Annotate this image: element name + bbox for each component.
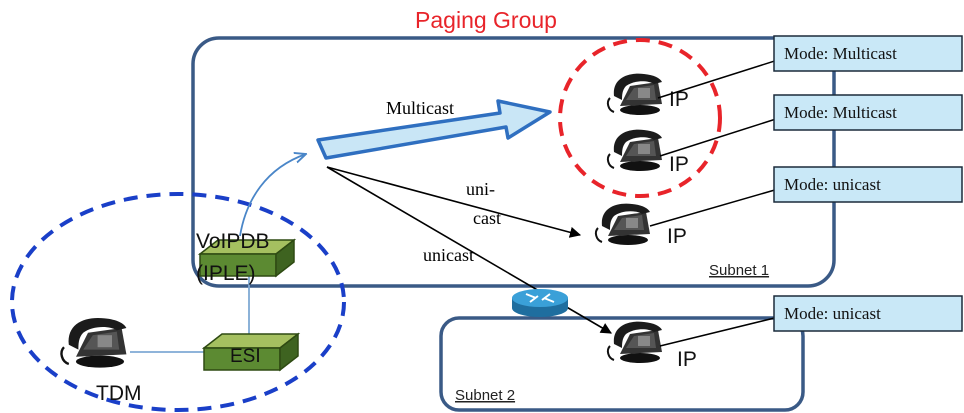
phone-icon [606, 72, 663, 116]
esi-label: ESI [230, 346, 261, 367]
mode-label: Mode: unicast [784, 304, 881, 323]
unicast-line-subnet1 [326, 166, 582, 238]
phone-ip-label: IP [667, 225, 687, 248]
mode-label: Mode: Multicast [784, 103, 897, 122]
voipdb-label-line1: VoIPDB [196, 230, 270, 253]
paging-group-circle [558, 38, 722, 198]
phone-ip-label: IP [669, 88, 689, 111]
subnet-2-label: Subnet 2 [455, 387, 515, 404]
voipdb-to-multicast-link [239, 154, 306, 237]
mode-label: Mode: Multicast [784, 44, 897, 63]
tdm-label: TDM [96, 382, 142, 405]
mode-label: Mode: unicast [784, 175, 881, 194]
unicast-label: unicast [423, 245, 474, 265]
mode-box [773, 94, 963, 131]
phone-ip-label: IP [677, 348, 697, 371]
phone-icon [606, 320, 663, 364]
diagram-title: Paging Group [415, 7, 557, 33]
cast-label: cast [473, 208, 501, 228]
multicast-label: Multicast [386, 98, 454, 118]
mode-box [773, 166, 963, 203]
tdm-phone-icon [60, 316, 128, 369]
router-icon [512, 289, 568, 317]
subnet-1-label: Subnet 1 [709, 262, 769, 279]
phone-icon [594, 202, 651, 246]
phone-ip-label: IP [669, 153, 689, 176]
multicast-arrow [316, 99, 552, 160]
subnet-2-box [439, 316, 805, 412]
voipdb-label-line2: (IPLE) [196, 262, 256, 285]
mode-box [773, 35, 963, 72]
phone-icon [606, 128, 663, 172]
mode-box [773, 295, 963, 332]
uni-label: uni- [466, 179, 495, 199]
subnet-1-box [191, 36, 836, 288]
tdm-zone-ellipse [10, 192, 346, 412]
